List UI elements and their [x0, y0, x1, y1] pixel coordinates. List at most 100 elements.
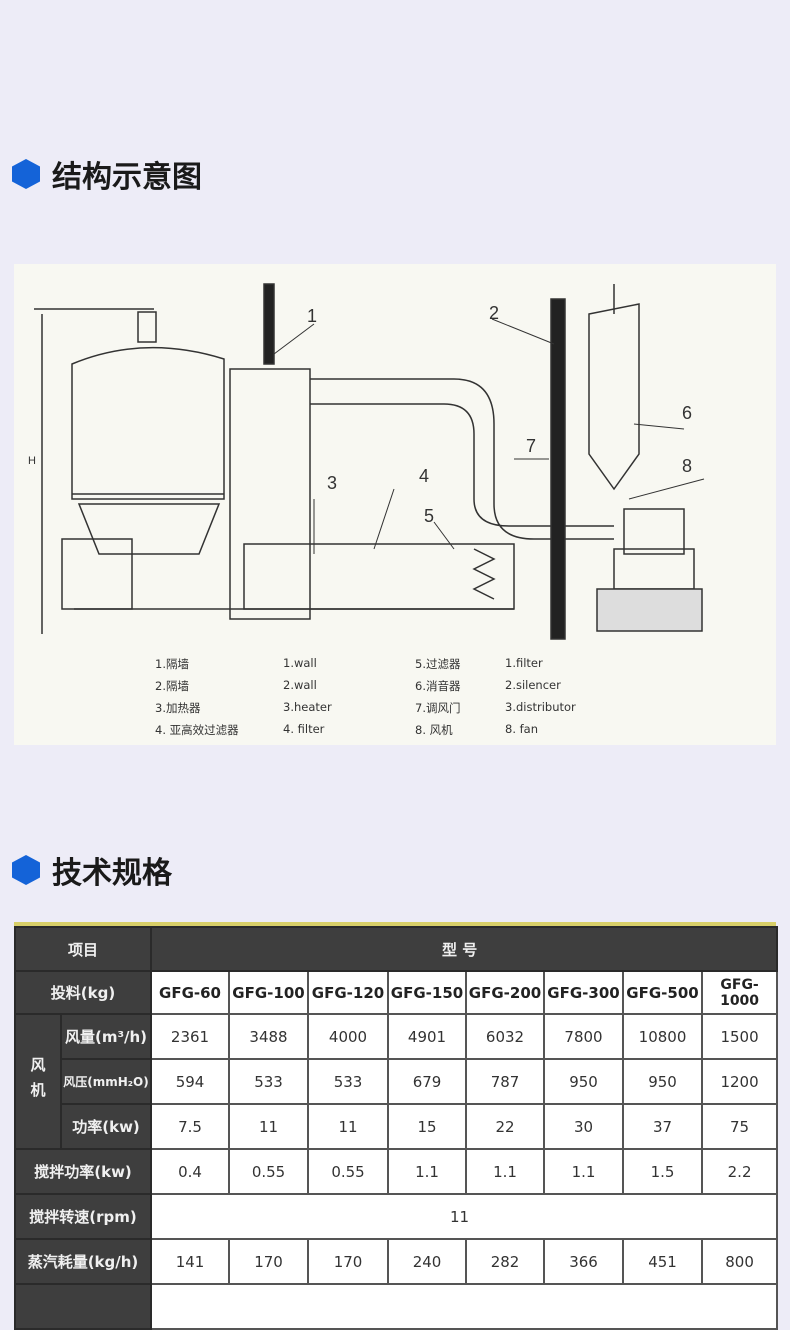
value-cell: 800 [701, 1238, 779, 1285]
row-label: 风压(mmH₂O) [59, 1058, 153, 1105]
model-cell: GFG-120 [307, 970, 390, 1015]
model-cell: GFG-1000 [701, 970, 779, 1015]
value-cell: 0.4 [150, 1148, 231, 1195]
callout-6: 6 [682, 403, 692, 423]
value-cell: 7.5 [150, 1103, 231, 1150]
value-cell: 2361 [150, 1013, 231, 1060]
value-cell: 170 [307, 1238, 390, 1285]
legend-item: 4. 亚高效过滤器 [155, 723, 239, 737]
diagram-drawing: 1 2 3 4 5 6 7 8 H [28, 283, 705, 640]
value-cell: 15 [387, 1103, 468, 1150]
value-cell: 0.55 [307, 1148, 390, 1195]
value-cell: 7800 [543, 1013, 625, 1060]
value-cell: 6032 [465, 1013, 546, 1060]
value-cell: 950 [543, 1058, 625, 1105]
legend-item: 1.filter [505, 656, 543, 670]
value-cell: 1.1 [465, 1148, 546, 1195]
hexagon-bullet-icon [12, 855, 40, 885]
value-cell: 533 [228, 1058, 310, 1105]
value-cell: 282 [465, 1238, 546, 1285]
value-cell: 787 [465, 1058, 546, 1105]
value-cell: 1.5 [622, 1148, 704, 1195]
value-cell: 11 [228, 1103, 310, 1150]
model-cell: GFG-300 [543, 970, 625, 1015]
legend-item: 5.过滤器 [415, 657, 461, 671]
value-cell-cut [150, 1283, 779, 1330]
value-cell: 10800 [622, 1013, 704, 1060]
value-cell: 533 [307, 1058, 390, 1105]
callout-5: 5 [424, 506, 434, 526]
row-label: 搅拌转速(rpm) [13, 1193, 153, 1240]
value-cell: 451 [622, 1238, 704, 1285]
value-cell: 4901 [387, 1013, 468, 1060]
value-cell: 2.2 [701, 1148, 779, 1195]
value-cell: 950 [622, 1058, 704, 1105]
table-row: 搅拌转速(rpm) 11 [13, 1193, 779, 1240]
value-cell: 3488 [228, 1013, 310, 1060]
value-cell: 37 [622, 1103, 704, 1150]
callout-4: 4 [419, 466, 429, 486]
legend-item: 3.加热器 [155, 701, 201, 715]
callout-1: 1 [307, 306, 317, 326]
row-label: 搅拌功率(kw) [13, 1148, 153, 1195]
model-cell: GFG-100 [228, 970, 310, 1015]
legend-item: 2.隔墙 [155, 679, 189, 693]
section-heading-specs: 技术规格 [12, 848, 172, 892]
value-cell: 1.1 [543, 1148, 625, 1195]
row-label: 蒸汽耗量(kg/h) [13, 1238, 153, 1285]
row-label-cut [13, 1283, 153, 1330]
legend-item: 1.wall [283, 656, 317, 670]
callout-2: 2 [489, 303, 499, 323]
value-cell: 679 [387, 1058, 468, 1105]
group-label: 风机 [14, 1013, 62, 1150]
section-heading-structure: 结构示意图 [12, 152, 202, 196]
header-model: 型 号 [150, 926, 779, 972]
legend-item: 3.distributor [505, 700, 576, 714]
legend-item: 4. filter [283, 722, 325, 736]
value-cell: 11 [307, 1103, 390, 1150]
value-cell: 240 [387, 1238, 468, 1285]
dimension-h: H [28, 455, 36, 467]
value-cell: 594 [150, 1058, 231, 1105]
legend-item: 6.消音器 [415, 679, 461, 693]
model-cell: GFG-150 [387, 970, 468, 1015]
row-label: 投料(kg) [13, 970, 153, 1015]
value-cell: 1500 [701, 1013, 779, 1060]
value-cell: 366 [543, 1238, 625, 1285]
value-cell: 1200 [701, 1058, 779, 1105]
legend-item: 2.wall [283, 678, 317, 692]
legend-item: 3.heater [283, 700, 332, 714]
callout-7: 7 [526, 436, 536, 456]
value-cell: 170 [228, 1238, 310, 1285]
model-cell: GFG-60 [150, 970, 231, 1015]
legend-item: 8. 风机 [415, 723, 453, 737]
model-cell: GFG-200 [465, 970, 546, 1015]
legend-item: 8. fan [505, 722, 539, 736]
value-cell: 30 [543, 1103, 625, 1150]
table-top-border [14, 922, 776, 926]
row-label: 功率(kw) [59, 1103, 153, 1150]
value-cell: 1.1 [387, 1148, 468, 1195]
hexagon-bullet-icon [12, 159, 40, 189]
value-cell: 11 [150, 1193, 779, 1240]
table-row-partial [13, 1283, 779, 1330]
legend-item: 1.隔墙 [155, 657, 189, 671]
section-title: 技术规格 [52, 856, 172, 891]
value-cell: 0.55 [228, 1148, 310, 1195]
value-cell: 75 [701, 1103, 779, 1150]
legend-item: 2.silencer [505, 678, 561, 692]
section-title: 结构示意图 [52, 160, 202, 195]
value-cell: 141 [150, 1238, 231, 1285]
model-cell: GFG-500 [622, 970, 704, 1015]
table-header-row: 项目 型 号 [13, 926, 779, 972]
value-cell: 4000 [307, 1013, 390, 1060]
value-cell: 22 [465, 1103, 546, 1150]
callout-3: 3 [327, 473, 337, 493]
